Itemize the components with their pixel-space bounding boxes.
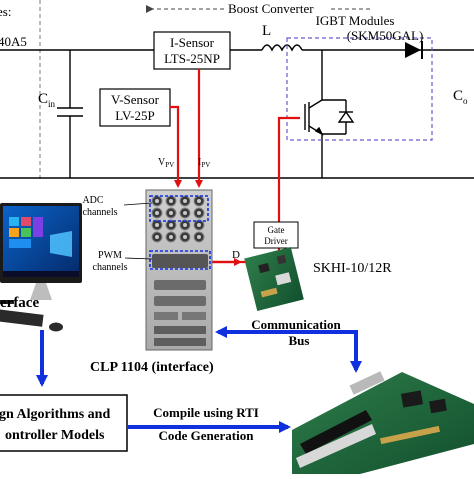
- voltage-signal-arrow: [170, 105, 182, 188]
- ipv-label: IPV: [198, 157, 210, 169]
- input-cap-subscript: in: [48, 99, 56, 109]
- igbt-title: IGBT Modules: [316, 13, 395, 28]
- power-circuit: [0, 44, 474, 179]
- inputs-label-fragment: es:: [0, 4, 11, 19]
- igbt-part-number: (SKM50GAL): [347, 28, 424, 43]
- adc-channels-line2: channels: [83, 207, 118, 218]
- mouse: [49, 322, 63, 332]
- ipv-subscript: PV: [201, 161, 210, 169]
- boost-converter-header: Boost Converter es: 40A5: [0, 0, 372, 180]
- current-sensor-box: [153, 31, 231, 70]
- bnc-pin: [155, 235, 159, 239]
- pwm-leader: [124, 257, 153, 260]
- bnc-pin: [183, 211, 187, 215]
- bnc-pin: [169, 223, 173, 227]
- communication-bus-arrow: [215, 326, 362, 373]
- igbt-switch-icon: [304, 96, 355, 140]
- bnc-pin: [155, 199, 159, 203]
- pwm-channels-line1: PWM: [98, 250, 122, 261]
- current-sensor-title: I-Sensor: [170, 35, 215, 50]
- output-diode: [405, 41, 423, 59]
- desktop-computer-icon: [0, 203, 82, 332]
- design-models-box: gn Algorithms and ontroller Models: [0, 394, 128, 452]
- boost-converter-label: Boost Converter: [228, 1, 314, 16]
- bnc-pin: [183, 199, 187, 203]
- gate-driver-line1: Gate: [268, 225, 285, 235]
- voltage-sensor: V-Sensor LV-25P: [99, 88, 171, 127]
- output-cap-label: Co: [453, 88, 468, 106]
- keyboard: [0, 309, 44, 327]
- adc-leader: [123, 202, 153, 206]
- output-cap-subscript: o: [463, 96, 468, 106]
- pwm-connector: [152, 254, 208, 268]
- inductor-label: L: [262, 23, 271, 39]
- compile-line2: Code Generation: [159, 428, 255, 443]
- dspace-card-icon: [292, 371, 474, 474]
- design-line1: gn Algorithms and: [0, 407, 110, 422]
- bnc-pin: [197, 199, 201, 203]
- clp-1104-panel: [145, 189, 213, 351]
- bnc-pin: [155, 211, 159, 215]
- input-cap-label: Cin: [38, 91, 56, 109]
- bnc-pin: [197, 235, 201, 239]
- design-line2: ontroller Models: [5, 428, 105, 443]
- bnc-pin: [197, 211, 201, 215]
- gate-driver-part: SKHI-10/12R: [313, 261, 392, 276]
- bnc-pin: [197, 223, 201, 227]
- bnc-pin: [169, 235, 173, 239]
- inductor-coil: [261, 44, 303, 52]
- current-sensor-part: LTS-25NP: [164, 51, 220, 66]
- interface-label: erface: [0, 295, 39, 311]
- gate-driver-box: [253, 221, 299, 249]
- vpv-label: VPV: [158, 157, 174, 169]
- current-sensor: I-Sensor LTS-25NP: [153, 31, 231, 70]
- voltage-sensor-part: LV-25P: [115, 108, 155, 123]
- duty-cycle-label: D: [232, 249, 240, 261]
- gate-driver-board-icon: [244, 246, 304, 312]
- adc-channels-line1: ADC: [82, 195, 103, 206]
- bnc-pin: [183, 223, 187, 227]
- gate-driver: Gate Driver SKHI-10/12R: [244, 221, 392, 312]
- bnc-pin: [169, 199, 173, 203]
- vpv-subscript: PV: [165, 161, 174, 169]
- gate-driver-line2: Driver: [264, 236, 288, 246]
- bnc-pin: [155, 223, 159, 227]
- compile-line1: Compile using RTI: [153, 405, 259, 420]
- bnc-pin: [183, 235, 187, 239]
- communication-bus: [36, 326, 362, 433]
- voltage-sensor-title: V-Sensor: [111, 92, 160, 107]
- pwm-dashed-box: [149, 250, 211, 270]
- design-models-frame: [0, 394, 128, 452]
- sensor-model-fragment: 40A5: [0, 34, 27, 49]
- bnc-pin: [169, 211, 173, 215]
- clp-label: CLP 1104 (interface): [90, 360, 214, 375]
- pwm-channels-line2: channels: [93, 262, 128, 273]
- adc-dashed-box: [149, 195, 209, 222]
- monitor-stand: [30, 283, 52, 300]
- bus-label: Bus: [289, 333, 310, 348]
- communication-label: Communication: [251, 317, 341, 332]
- igbt-module-box: [286, 37, 433, 141]
